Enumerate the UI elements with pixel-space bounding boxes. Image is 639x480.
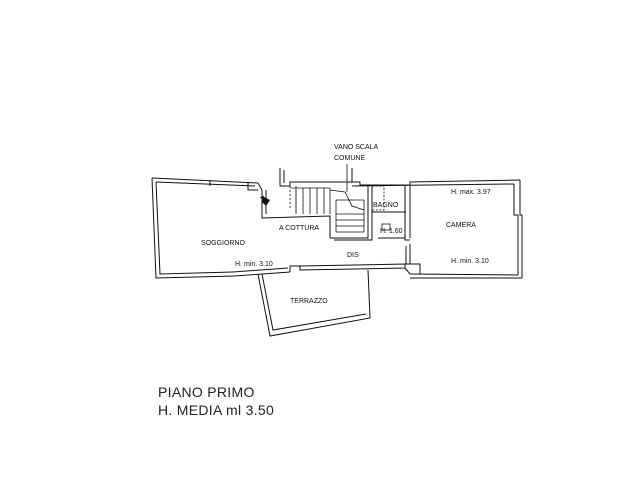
label-h-max: H. max. 3.97 [451, 189, 491, 196]
terrace [257, 269, 371, 337]
caption-average-height: H. MEDIA ml 3.50 [158, 402, 275, 418]
boiler-symbol [259, 195, 270, 206]
label-terrazzo: TERRAZZO [290, 298, 328, 305]
staircase [289, 164, 365, 233]
room-labels: VANO SCALA COMUNE BAGNO H. 1.60 H. max. … [201, 144, 491, 305]
label-a-cottura: A COTTURA [279, 225, 319, 232]
label-bagno: BAGNO [373, 202, 399, 209]
label-camera: CAMERA [446, 222, 476, 229]
outer-walls [151, 168, 523, 279]
caption-floor-name: PIANO PRIMO [158, 384, 255, 400]
bagno-fixtures [371, 185, 391, 231]
label-h-min-right: H. min. 3.10 [451, 258, 489, 265]
label-h-bagno: H. 1.60 [380, 228, 403, 235]
label-comune: COMUNE [334, 155, 365, 162]
label-h-min-left: H. min. 3.10 [235, 261, 273, 268]
interior-walls [261, 186, 411, 264]
label-vano-scala: VANO SCALA [334, 144, 379, 151]
label-dis: DIS [347, 252, 359, 259]
label-soggiorno: SOGGIORNO [201, 240, 246, 247]
